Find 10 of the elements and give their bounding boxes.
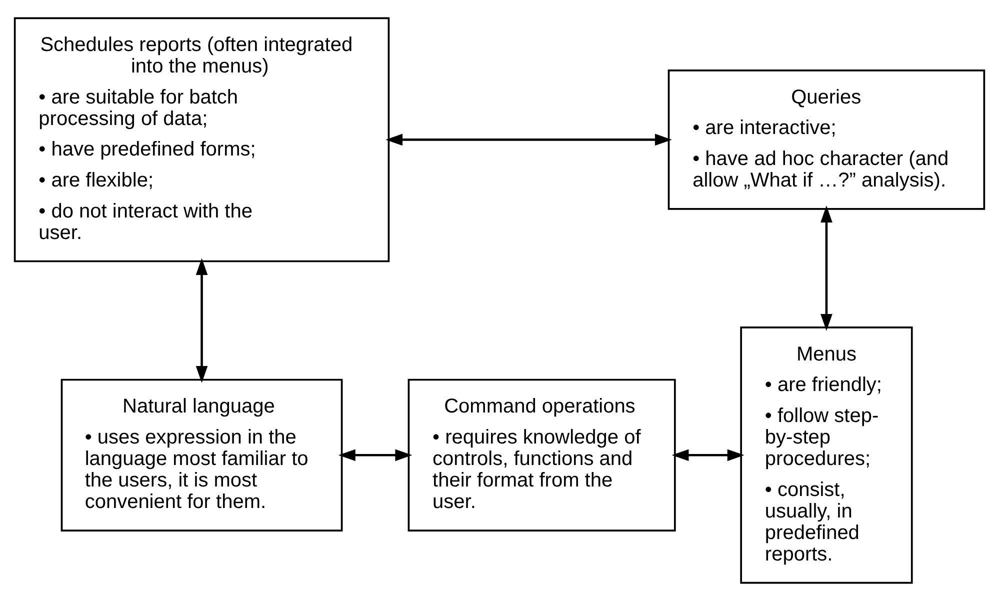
arrow — [386, 133, 672, 146]
node-box: Command operations • requires knowledge of controls, functions and their format from the user. — [408, 378, 676, 531]
node-box: Schedules reports (often integrated into the menus) • are suitable for batch processing of data; • have predefined forms; • are flexible; • do not interact with the user. — [14, 16, 390, 262]
node-box: Queries • are interactive; • have ad hoc character (and allow „What if …?” analysis). — [668, 69, 986, 210]
node-box: Menus • are friendly; • follow step-by-step procedures; • consist, usually, in predefined reports. — [740, 326, 913, 584]
node-box: Natural language • uses expression in the language most familiar to the users, it is most convenient for them. — [60, 378, 343, 531]
arrow — [820, 205, 832, 330]
arrow — [338, 448, 412, 461]
arrow — [672, 448, 744, 461]
arrow — [196, 258, 208, 382]
